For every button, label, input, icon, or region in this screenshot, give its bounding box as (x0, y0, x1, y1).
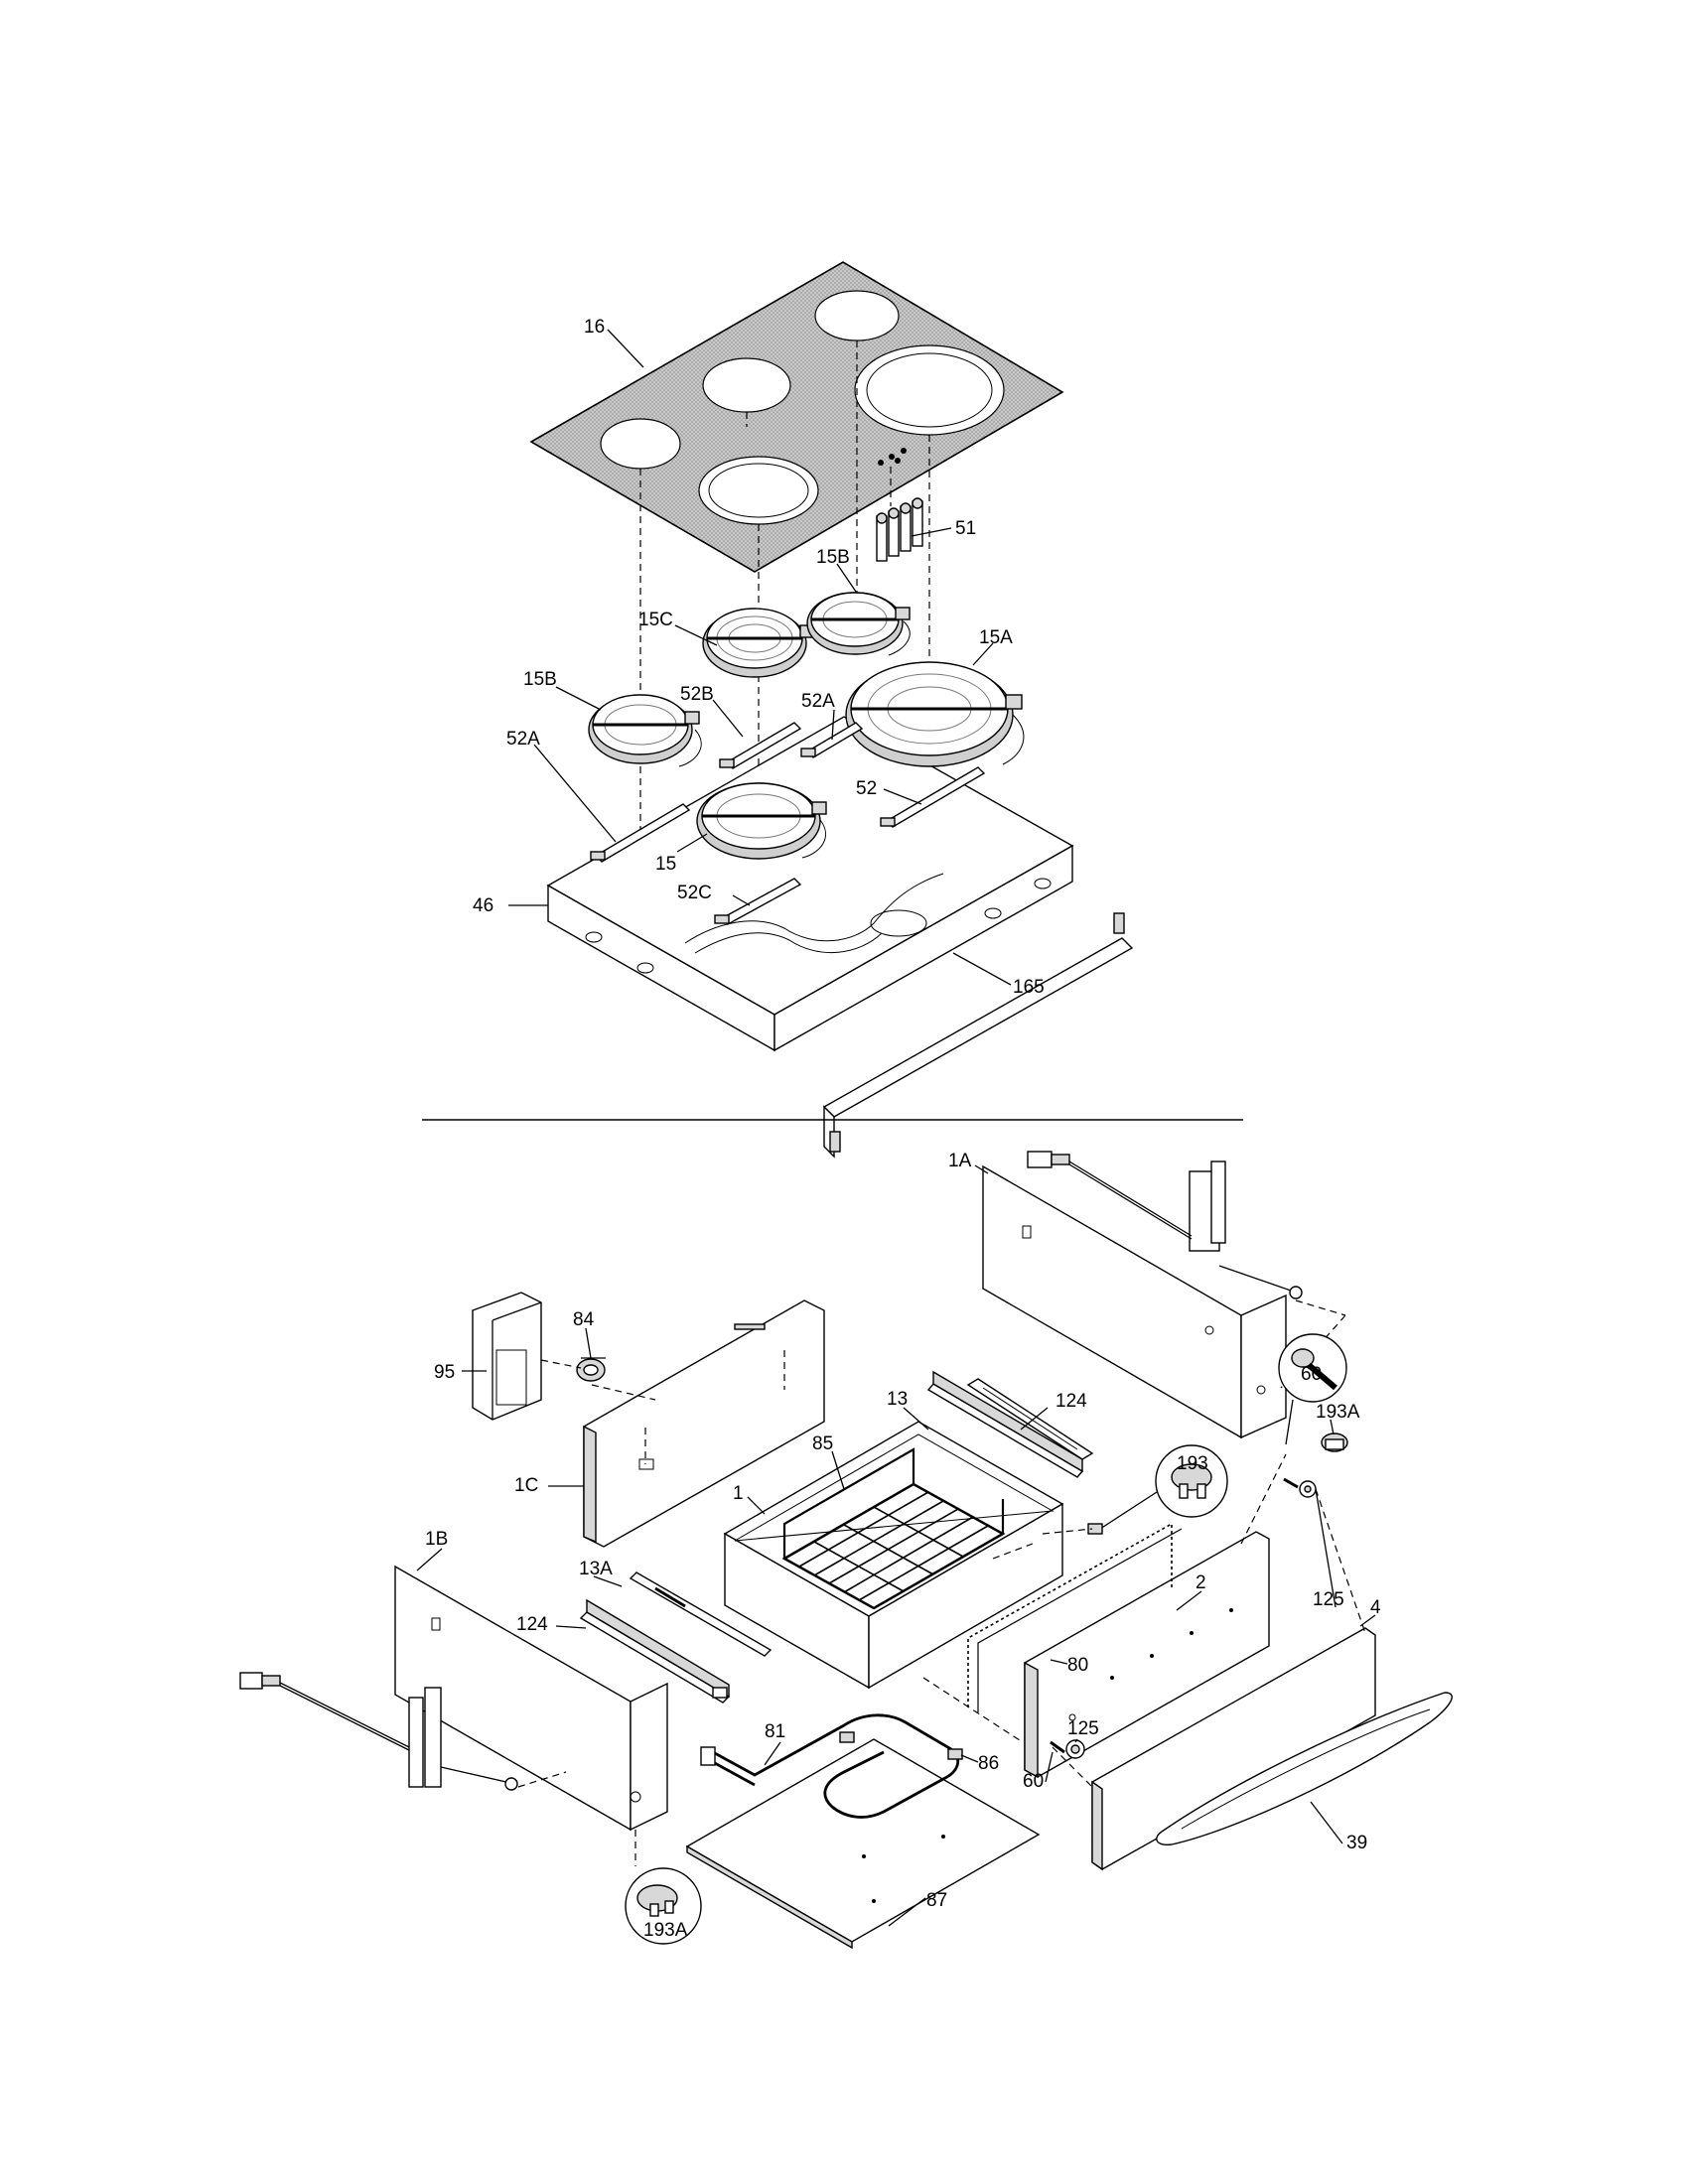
gasket-part-80[interactable] (967, 1522, 1183, 1712)
drawer-pan-part-87[interactable] (685, 1738, 1041, 1950)
radiant-element-part-15B-rear[interactable] (806, 592, 911, 656)
alignment-lines-top (639, 341, 930, 958)
callout-52B: 52B (680, 684, 714, 705)
oven-rack-part-85[interactable] (781, 1447, 1006, 1610)
callout-1: 1 (733, 1483, 744, 1504)
callout-1A: 1A (948, 1151, 972, 1171)
leader-lines-top (508, 329, 1012, 986)
callout-4: 4 (1370, 1597, 1381, 1618)
callout-86: 86 (978, 1753, 999, 1774)
bracket-part-52[interactable] (880, 766, 986, 828)
bracket-part-86[interactable] (839, 1731, 963, 1760)
callout-52A-left: 52A (506, 729, 540, 750)
callout-13A: 13A (579, 1559, 613, 1579)
callout-15: 15 (655, 854, 676, 875)
radiant-element-part-15A[interactable] (845, 661, 1025, 767)
radiant-element-part-15C[interactable] (702, 608, 815, 678)
alignment-lines-bottom (540, 1359, 1366, 1866)
callout-95: 95 (434, 1362, 455, 1383)
rear-panel-part-1C[interactable] (583, 1299, 825, 1548)
callout-2: 2 (1196, 1572, 1206, 1593)
callout-15B-front: 15B (523, 669, 557, 690)
callout-39: 39 (1346, 1833, 1367, 1853)
callout-193: 193 (1177, 1453, 1208, 1474)
bracket-part-52C[interactable] (714, 878, 802, 925)
side-panel-part-1A[interactable] (982, 1160, 1287, 1439)
callout-51: 51 (955, 518, 976, 539)
drawer-handle-part-39[interactable] (1156, 1692, 1453, 1846)
side-panel-part-1B[interactable] (394, 1565, 668, 1832)
callout-13: 13 (887, 1389, 908, 1410)
callout-52A-mid: 52A (801, 691, 835, 712)
drawer-inner-panel-part-2[interactable] (1024, 1531, 1270, 1779)
callout-15A: 15A (979, 627, 1013, 648)
screw-part-60-bottom[interactable] (1050, 1740, 1065, 1754)
callout-124-right: 124 (1055, 1391, 1087, 1412)
slide-rail-part-124-right[interactable] (966, 1378, 1094, 1460)
junction-box-part-95[interactable] (472, 1292, 542, 1421)
heating-element-part-81[interactable] (700, 1713, 960, 1819)
callout-52C: 52C (677, 883, 712, 903)
switch-part-84[interactable] (576, 1357, 606, 1382)
callout-15B-rear: 15B (816, 547, 850, 568)
callout-labels: 16 51 15B 15C 15A 15B 52B 52A 52A 52 15 … (425, 317, 1381, 1941)
radiant-element-part-15B-front[interactable] (588, 694, 702, 767)
callout-52: 52 (856, 778, 877, 799)
washer-part-125-right[interactable] (1283, 1477, 1317, 1498)
callout-165: 165 (1013, 977, 1045, 998)
drawer-slide-part-13A[interactable] (629, 1571, 773, 1657)
callout-46: 46 (473, 895, 493, 916)
power-cord-top (1027, 1151, 1346, 1389)
callout-193A-right: 193A (1316, 1402, 1360, 1423)
radiant-element-part-15[interactable] (696, 782, 827, 860)
callout-125-right: 125 (1313, 1589, 1344, 1610)
bracket-part-52A-mid[interactable] (800, 722, 864, 758)
power-cord-bottom (239, 1672, 567, 1791)
leader-lines-bottom (416, 1164, 1376, 1927)
plug-part-193A-right[interactable] (1321, 1433, 1348, 1452)
callout-60-detail: 60 (1301, 1364, 1322, 1385)
screw-part-60-detail[interactable] (1278, 1333, 1347, 1445)
glass-cooktop-part-16[interactable] (529, 261, 1064, 573)
callout-1B: 1B (425, 1529, 448, 1550)
callout-125-bottom: 125 (1067, 1718, 1099, 1739)
plug-part-193[interactable] (1087, 1444, 1228, 1535)
callout-193A-bottom: 193A (643, 1920, 688, 1941)
callout-81: 81 (765, 1721, 785, 1742)
drawer-front-part-4[interactable] (1091, 1627, 1376, 1871)
cooktop-chassis-part-46[interactable] (546, 716, 1074, 1052)
terminal-block-part-51[interactable] (876, 497, 923, 562)
bracket-part-52A-left[interactable] (590, 803, 691, 863)
washer-part-125-bottom[interactable] (1065, 1739, 1085, 1759)
callout-15C: 15C (638, 610, 673, 630)
callout-87: 87 (926, 1890, 947, 1911)
callout-16: 16 (584, 317, 605, 338)
slide-rail-part-124-left[interactable] (579, 1598, 731, 1704)
callout-84: 84 (573, 1309, 595, 1330)
callout-80: 80 (1067, 1655, 1088, 1676)
callout-1C: 1C (514, 1475, 538, 1496)
callout-85: 85 (812, 1433, 833, 1454)
plug-part-193A-bottom[interactable] (625, 1867, 702, 1945)
bracket-part-52B[interactable] (719, 722, 802, 769)
callout-124-left: 124 (516, 1614, 548, 1635)
callout-60-bottom: 60 (1023, 1771, 1044, 1792)
